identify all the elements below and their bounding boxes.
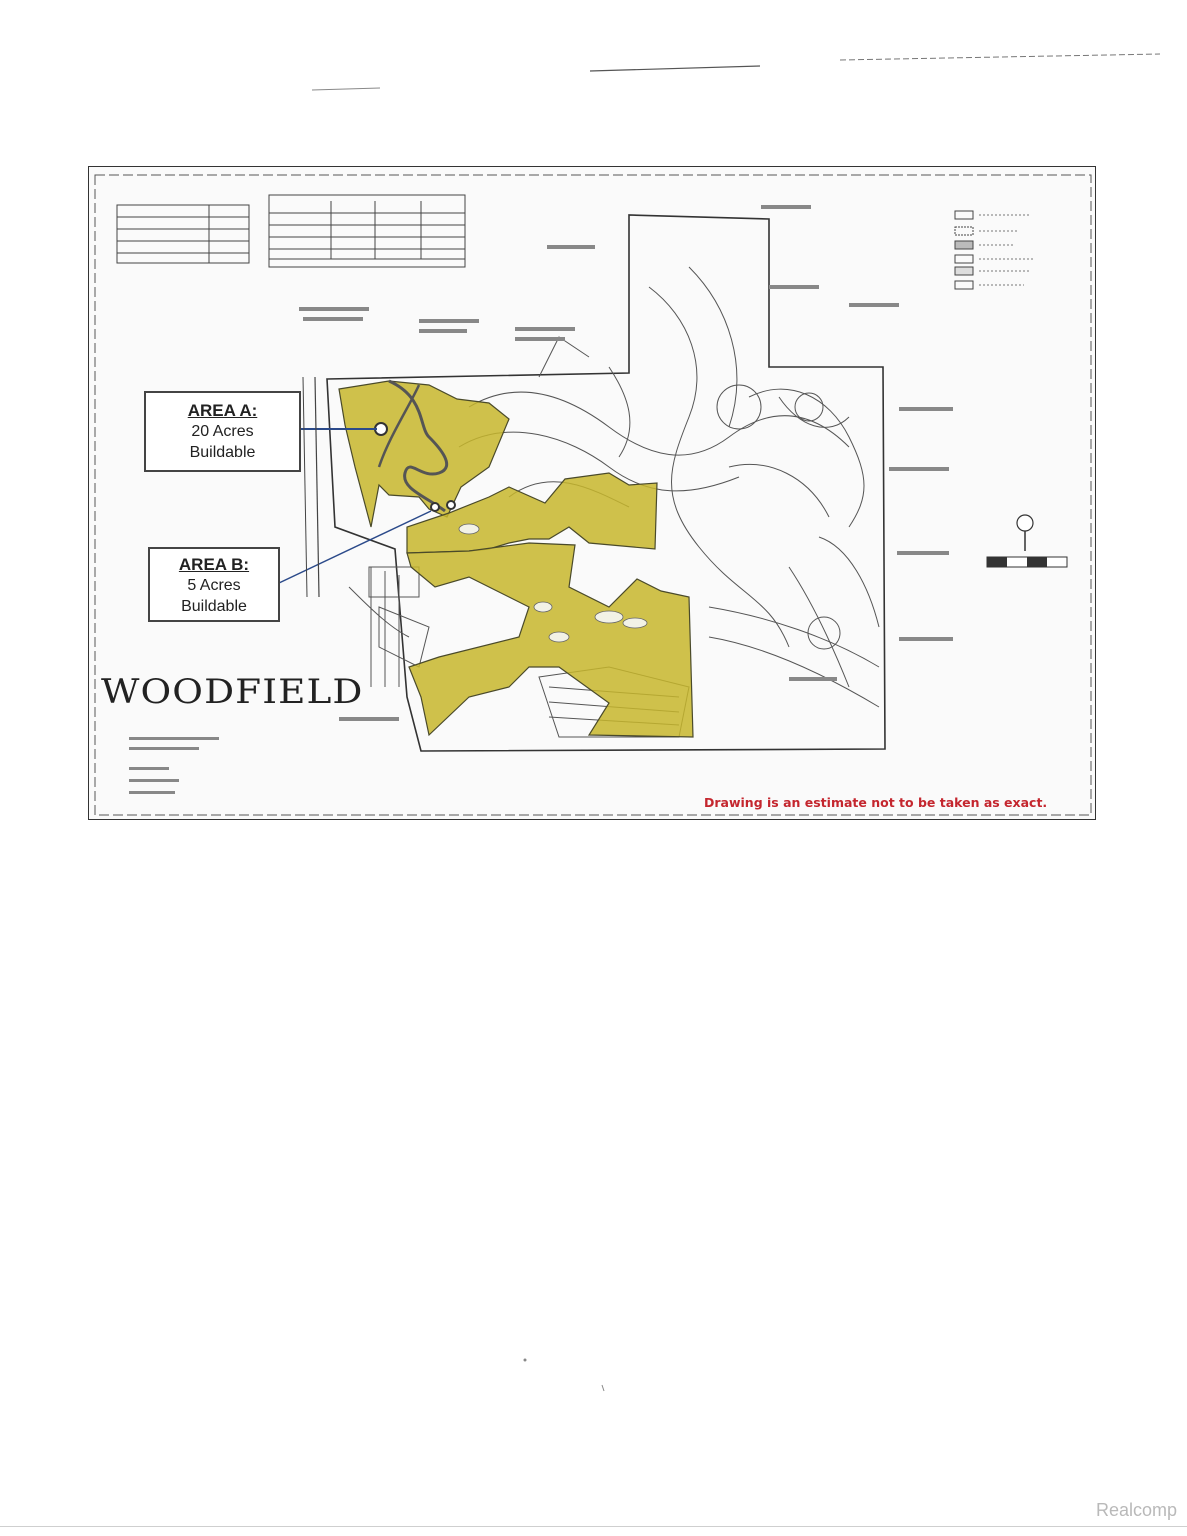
area-b-callout: AREA B: 5 Acres Buildable <box>148 547 280 622</box>
site-plan-map: AREA A: 20 Acres Buildable AREA B: 5 Acr… <box>88 166 1096 820</box>
site-summary-table <box>116 204 250 264</box>
area-b-leader <box>278 510 432 584</box>
area-b-status: Buildable <box>181 598 247 615</box>
west-road <box>314 376 320 598</box>
area-a-buildable-region <box>338 380 510 528</box>
area-a-status: Buildable <box>189 444 256 461</box>
area-b-marker <box>446 500 456 510</box>
area-a-callout: AREA A: 20 Acres Buildable <box>144 391 301 472</box>
area-a-title: AREA A: <box>187 401 258 420</box>
area-b-acreage: 5 Acres <box>187 577 241 594</box>
subdivision-linework <box>348 266 880 738</box>
north-arrow-icon <box>1016 514 1034 551</box>
southern-buildable-region <box>406 542 694 738</box>
wetland-spots <box>458 523 648 643</box>
master-plan-drawing <box>94 174 1092 816</box>
realcomp-watermark: Realcomp <box>1095 1500 1177 1520</box>
disclaimer-note: Drawing is an estimate not to be taken a… <box>704 795 1048 810</box>
footer-divider <box>0 1526 1187 1527</box>
scale-bar <box>986 556 1068 568</box>
property-boundary <box>326 214 886 752</box>
area-a-acreage: 20 Acres <box>191 423 254 440</box>
woodfield-logo: WOODFIELD <box>101 672 364 712</box>
creek <box>388 379 448 513</box>
unit-density-table <box>268 194 466 268</box>
map-label-blocks <box>129 205 953 794</box>
legend <box>954 210 1034 290</box>
area-b-title: AREA B: <box>178 555 250 574</box>
